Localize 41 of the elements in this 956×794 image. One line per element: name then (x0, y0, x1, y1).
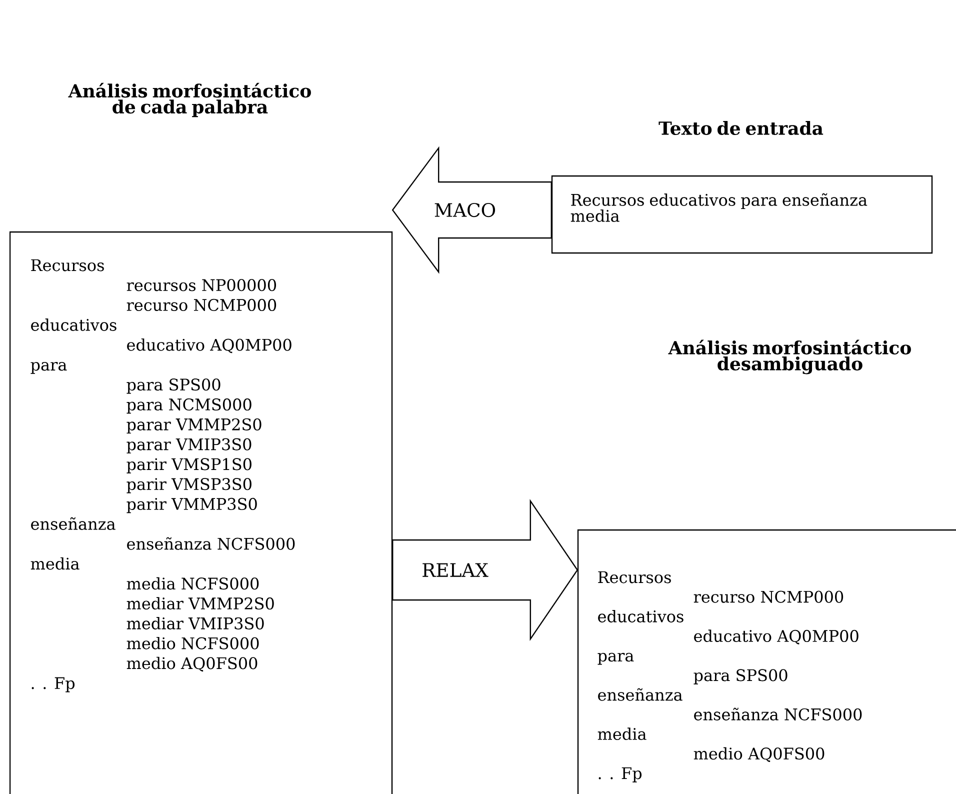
text-line: mediar VMMP2S0 (126, 597, 274, 610)
heading: Análisis morfosintáctico de cada palabra (68, 82, 311, 118)
text-line: . . Fp (32, 677, 75, 692)
text-line: para SPS00 (694, 669, 788, 684)
text-line: enseñanza (31, 517, 116, 530)
text-line: educativos (31, 318, 116, 331)
text-line: educativos (598, 610, 684, 622)
text-line: medio NCFS000 (126, 636, 259, 650)
text-line: parar VMIP3S0 (126, 438, 252, 454)
text-line: recursos NP00000 (126, 279, 276, 292)
text-line: recurso NCMP000 (694, 590, 844, 603)
text-line: parir VMMP3S0 (126, 498, 257, 514)
edge-label: MACO (432, 202, 498, 218)
edge-label: RELAX (420, 562, 490, 578)
text-line: recurso NCMP000 (126, 298, 276, 312)
text-line: para (598, 652, 634, 665)
text-line: Recursos (31, 259, 104, 272)
text-line: media NCFS000 (126, 577, 259, 590)
text-line: Recursos (598, 571, 671, 584)
text-line: mediar VMIP3S0 (126, 617, 264, 630)
text-line: enseñanza NCFS000 (694, 708, 862, 720)
text-line: medio AQ0FS00 (694, 747, 824, 762)
text-line: educativo AQ0MP00 (127, 338, 292, 354)
box-heading: Texto de entrada (658, 121, 824, 135)
text-line: parir VMSP3S0 (126, 478, 252, 494)
text-line: parir VMSP1S0 (126, 458, 252, 474)
text-line: enseñanza NCFS000 (127, 537, 295, 550)
text-line: parar VMMP2S0 (126, 418, 262, 434)
text-line: enseñanza (598, 688, 682, 701)
block-arrow (392, 499, 578, 641)
text-line: educativo AQ0MP00 (694, 630, 858, 644)
text-line: para SPS00 (126, 378, 220, 394)
text-line: media (30, 557, 80, 570)
text-line: media (598, 728, 646, 740)
text-line: para NCMS000 (126, 398, 252, 414)
block-arrow (392, 146, 552, 274)
text-line: medio AQ0FS00 (126, 656, 258, 672)
text-line: . . Fp (598, 767, 642, 782)
input-text: Recursos educativos para enseñanza media (570, 193, 868, 222)
heading: Análisis morfosintáctico desambiguado (668, 340, 911, 374)
text-line: para (30, 362, 67, 374)
